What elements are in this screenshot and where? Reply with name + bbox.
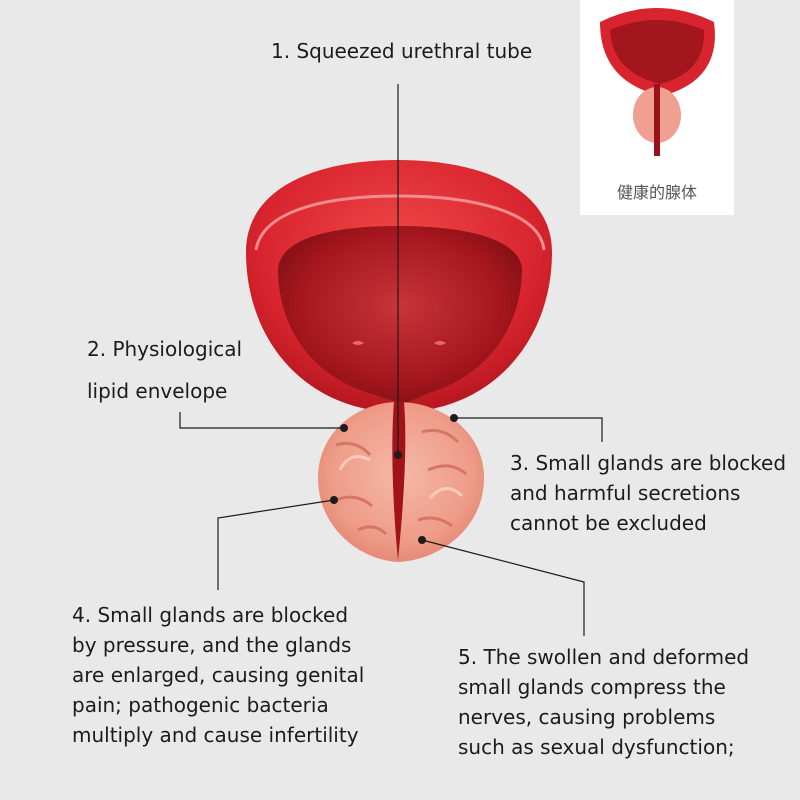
label-2-line-2: lipid envelope — [87, 379, 228, 403]
leader-line-3 — [454, 417, 603, 442]
label-5-line-1: 5. The swollen and deformed — [458, 645, 750, 669]
dot-5 — [418, 536, 426, 544]
connection-dots — [330, 414, 458, 544]
leader-line-2 — [179, 412, 344, 429]
label-3-line-2: and harmful secretions — [510, 481, 741, 505]
dot-2 — [340, 424, 348, 432]
label-2-line-1: 2. Physiological — [87, 337, 243, 361]
inset-caption: 健康的腺体 — [617, 183, 697, 202]
label-1: 1. Squeezed urethral tube — [271, 36, 532, 66]
label-1-line-1: 1. Squeezed urethral tube — [271, 39, 533, 63]
label-3-line-3: cannot be excluded — [510, 511, 707, 535]
label-3-line-1: 3. Small glands are blocked — [510, 451, 787, 475]
leader-line-4 — [217, 499, 335, 590]
healthy-gland-inset: 健康的腺体 — [580, 0, 734, 215]
enlarged-prostate — [318, 402, 484, 562]
label-4-line-3: are enlarged, causing genital — [72, 663, 365, 687]
label-5: 5. The swollen and deformed small glands… — [458, 642, 749, 762]
leader-line-5 — [421, 539, 585, 636]
label-4-line-2: by pressure, and the glands — [72, 633, 352, 657]
label-4-line-5: multiply and cause infertility — [72, 723, 359, 747]
label-4: 4. Small glands are blocked by pressure,… — [72, 600, 364, 750]
dot-1 — [394, 451, 402, 459]
dot-4 — [330, 496, 338, 504]
dot-3 — [450, 414, 458, 422]
leader-lines — [179, 84, 603, 636]
label-3: 3. Small glands are blocked and harmful … — [510, 448, 786, 538]
label-5-line-4: such as sexual dysfunction; — [458, 735, 735, 759]
label-5-line-2: small glands compress the — [458, 675, 726, 699]
bladder — [246, 160, 552, 418]
label-2: 2. Physiological lipid envelope — [87, 328, 242, 412]
label-5-line-3: nerves, causing problems — [458, 705, 716, 729]
label-4-line-4: pain; pathogenic bacteria — [72, 693, 329, 717]
label-4-line-1: 4. Small glands are blocked — [72, 603, 349, 627]
